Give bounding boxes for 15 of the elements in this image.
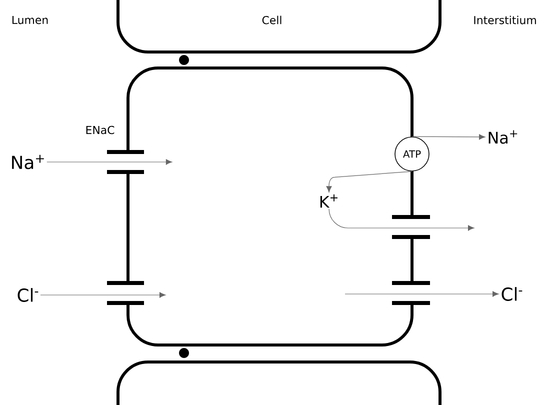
arrow	[40, 292, 166, 298]
ion-label: Na$^{+}$	[488, 130, 518, 144]
arrow	[46, 159, 172, 165]
ion-label: Cl$^{-}$	[502, 287, 522, 301]
region-label: Lumen	[12, 16, 48, 24]
region-label: Interstitium	[474, 16, 536, 24]
ion-label: Cl$^{-}$	[18, 288, 38, 302]
ion-label: Na$^{+}$	[12, 154, 44, 170]
arrow	[412, 134, 486, 140]
arrow	[328, 208, 474, 231]
arrow	[326, 171, 412, 192]
ion-label: K$^{+}$	[320, 194, 338, 208]
region-label: ENaC	[86, 126, 114, 134]
arrow	[344, 291, 499, 297]
region-label: Cell	[262, 16, 282, 24]
